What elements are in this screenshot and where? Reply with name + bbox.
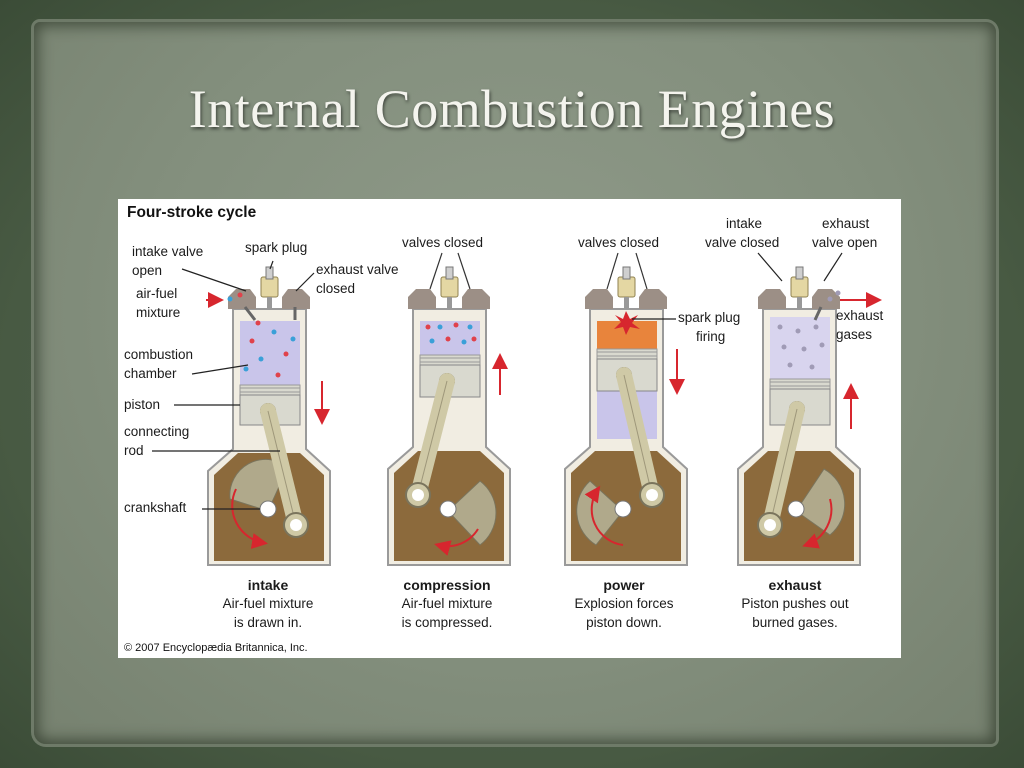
label-exhaust-gases-2: gases xyxy=(836,327,873,342)
stage-name-intake: intake xyxy=(247,577,289,593)
label-spark-plug-firing-1: spark plug xyxy=(678,310,741,325)
stage-desc-exhaust-line2: burned gases. xyxy=(752,615,838,630)
engine-intake xyxy=(206,266,331,566)
label-connecting-rod-2: rod xyxy=(124,443,144,458)
label-air-fuel-1: air-fuel xyxy=(136,286,178,301)
leader-lines xyxy=(152,252,843,510)
stage-desc-exhaust: Piston pushes out burned gases. xyxy=(715,594,875,632)
stage-name-compression: compression xyxy=(403,577,491,593)
stage-desc-intake-line1: Air-fuel mixture xyxy=(222,596,314,611)
label-exhaust-valve-closed-1: exhaust valve xyxy=(316,262,399,277)
label-intake-valve-open-2: open xyxy=(132,263,163,278)
engine-power xyxy=(564,252,688,566)
label-spark-plug-firing-2: firing xyxy=(696,329,726,344)
stage-desc-power-line1: Explosion forces xyxy=(574,596,674,611)
label-air-fuel-2: mixture xyxy=(136,305,181,320)
label-intake-valve-closed-1: intake xyxy=(726,216,763,231)
engine-illustration xyxy=(152,252,882,566)
engine-compression xyxy=(387,252,511,566)
label-valves-closed-compression: valves closed xyxy=(402,235,484,250)
compressed-droplets xyxy=(425,322,477,345)
label-exhaust-gases-1: exhaust xyxy=(836,308,884,323)
stage-desc-power-line2: piston down. xyxy=(586,615,662,630)
exhaust-particles xyxy=(777,290,841,370)
stage-desc-intake-line2: is drawn in. xyxy=(233,615,303,630)
label-connecting-rod-1: connecting xyxy=(124,424,190,439)
stage-desc-compression-line1: Air-fuel mixture xyxy=(401,596,493,611)
four-stroke-diagram: Four-stroke cycle intake valve open spar… xyxy=(118,199,901,658)
stage-name-power: power xyxy=(603,577,645,593)
label-crankshaft: crankshaft xyxy=(124,500,187,515)
label-exhaust-valve-closed-2: closed xyxy=(316,281,356,296)
label-intake-valve-closed-2: valve closed xyxy=(705,235,780,250)
label-spark-plug: spark plug xyxy=(245,240,308,255)
stage-desc-compression: Air-fuel mixture is compressed. xyxy=(367,594,527,632)
figure-title: Four-stroke cycle xyxy=(127,204,257,221)
label-intake-valve-open-1: intake valve xyxy=(132,244,204,259)
slide-title: Internal Combustion Engines xyxy=(188,79,836,139)
copyright-notice: © 2007 Encyclopædia Britannica, Inc. xyxy=(124,642,308,654)
label-combustion-chamber-1: combustion xyxy=(124,347,194,362)
stage-desc-exhaust-line1: Piston pushes out xyxy=(741,596,849,611)
stage-desc-power: Explosion forces piston down. xyxy=(544,594,704,632)
label-piston: piston xyxy=(124,397,161,412)
engine-exhaust xyxy=(737,266,882,566)
stage-desc-intake: Air-fuel mixture is drawn in. xyxy=(188,594,348,632)
label-exhaust-valve-open-1: exhaust xyxy=(822,216,870,231)
stage-desc-compression-line2: is compressed. xyxy=(401,615,493,630)
stage-name-exhaust: exhaust xyxy=(768,577,822,593)
spark-burst-icon xyxy=(614,311,640,335)
label-valves-closed-power: valves closed xyxy=(578,235,660,250)
label-combustion-chamber-2: chamber xyxy=(124,366,177,381)
fuel-droplets xyxy=(227,292,296,378)
label-exhaust-valve-open-2: valve open xyxy=(812,235,878,250)
